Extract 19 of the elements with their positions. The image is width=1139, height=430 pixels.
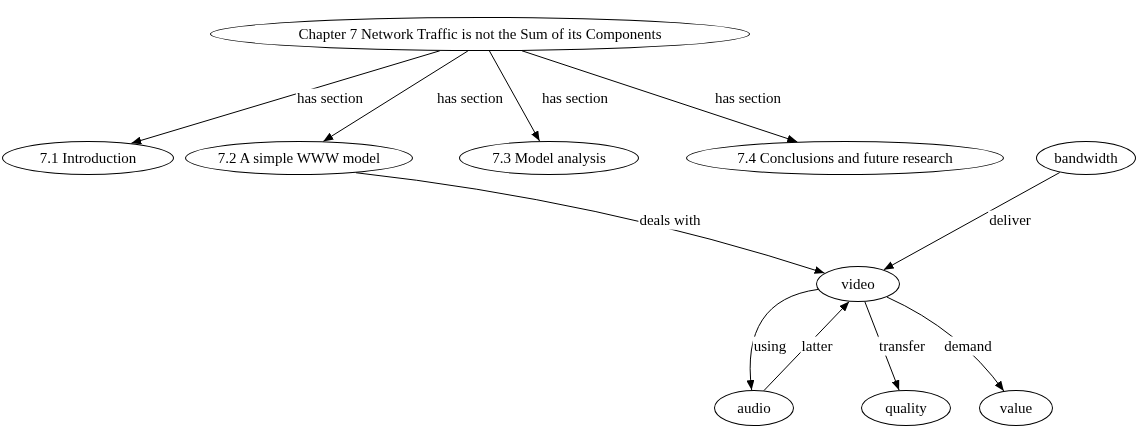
arrow bbox=[883, 172, 1061, 271]
ellipse-node: Chapter 7 Network Traffic is not the Sum of its Components bbox=[210, 17, 750, 51]
ellipse-node: audio bbox=[714, 390, 794, 426]
ellipse-node: 7.4 Conclusions and future research bbox=[686, 141, 1004, 175]
arrow bbox=[488, 50, 541, 142]
edge-label: using bbox=[752, 336, 788, 356]
ellipse-node: 7.3 Model analysis bbox=[459, 141, 639, 175]
ellipse-node: quality bbox=[861, 390, 951, 426]
arrow bbox=[355, 172, 826, 274]
ellipse-node: 7.1 Introduction bbox=[2, 141, 174, 175]
arrow bbox=[746, 288, 819, 391]
ellipse-node: 7.2 A simple WWW model bbox=[185, 141, 413, 175]
ellipse-node: video bbox=[816, 266, 900, 302]
arrow bbox=[322, 50, 469, 142]
arrow bbox=[521, 50, 798, 143]
ellipse-node: bandwidth bbox=[1036, 141, 1136, 175]
edge-label: transfer bbox=[878, 336, 926, 356]
ellipse-node: value bbox=[979, 390, 1053, 426]
edge-label: demand bbox=[943, 336, 993, 356]
